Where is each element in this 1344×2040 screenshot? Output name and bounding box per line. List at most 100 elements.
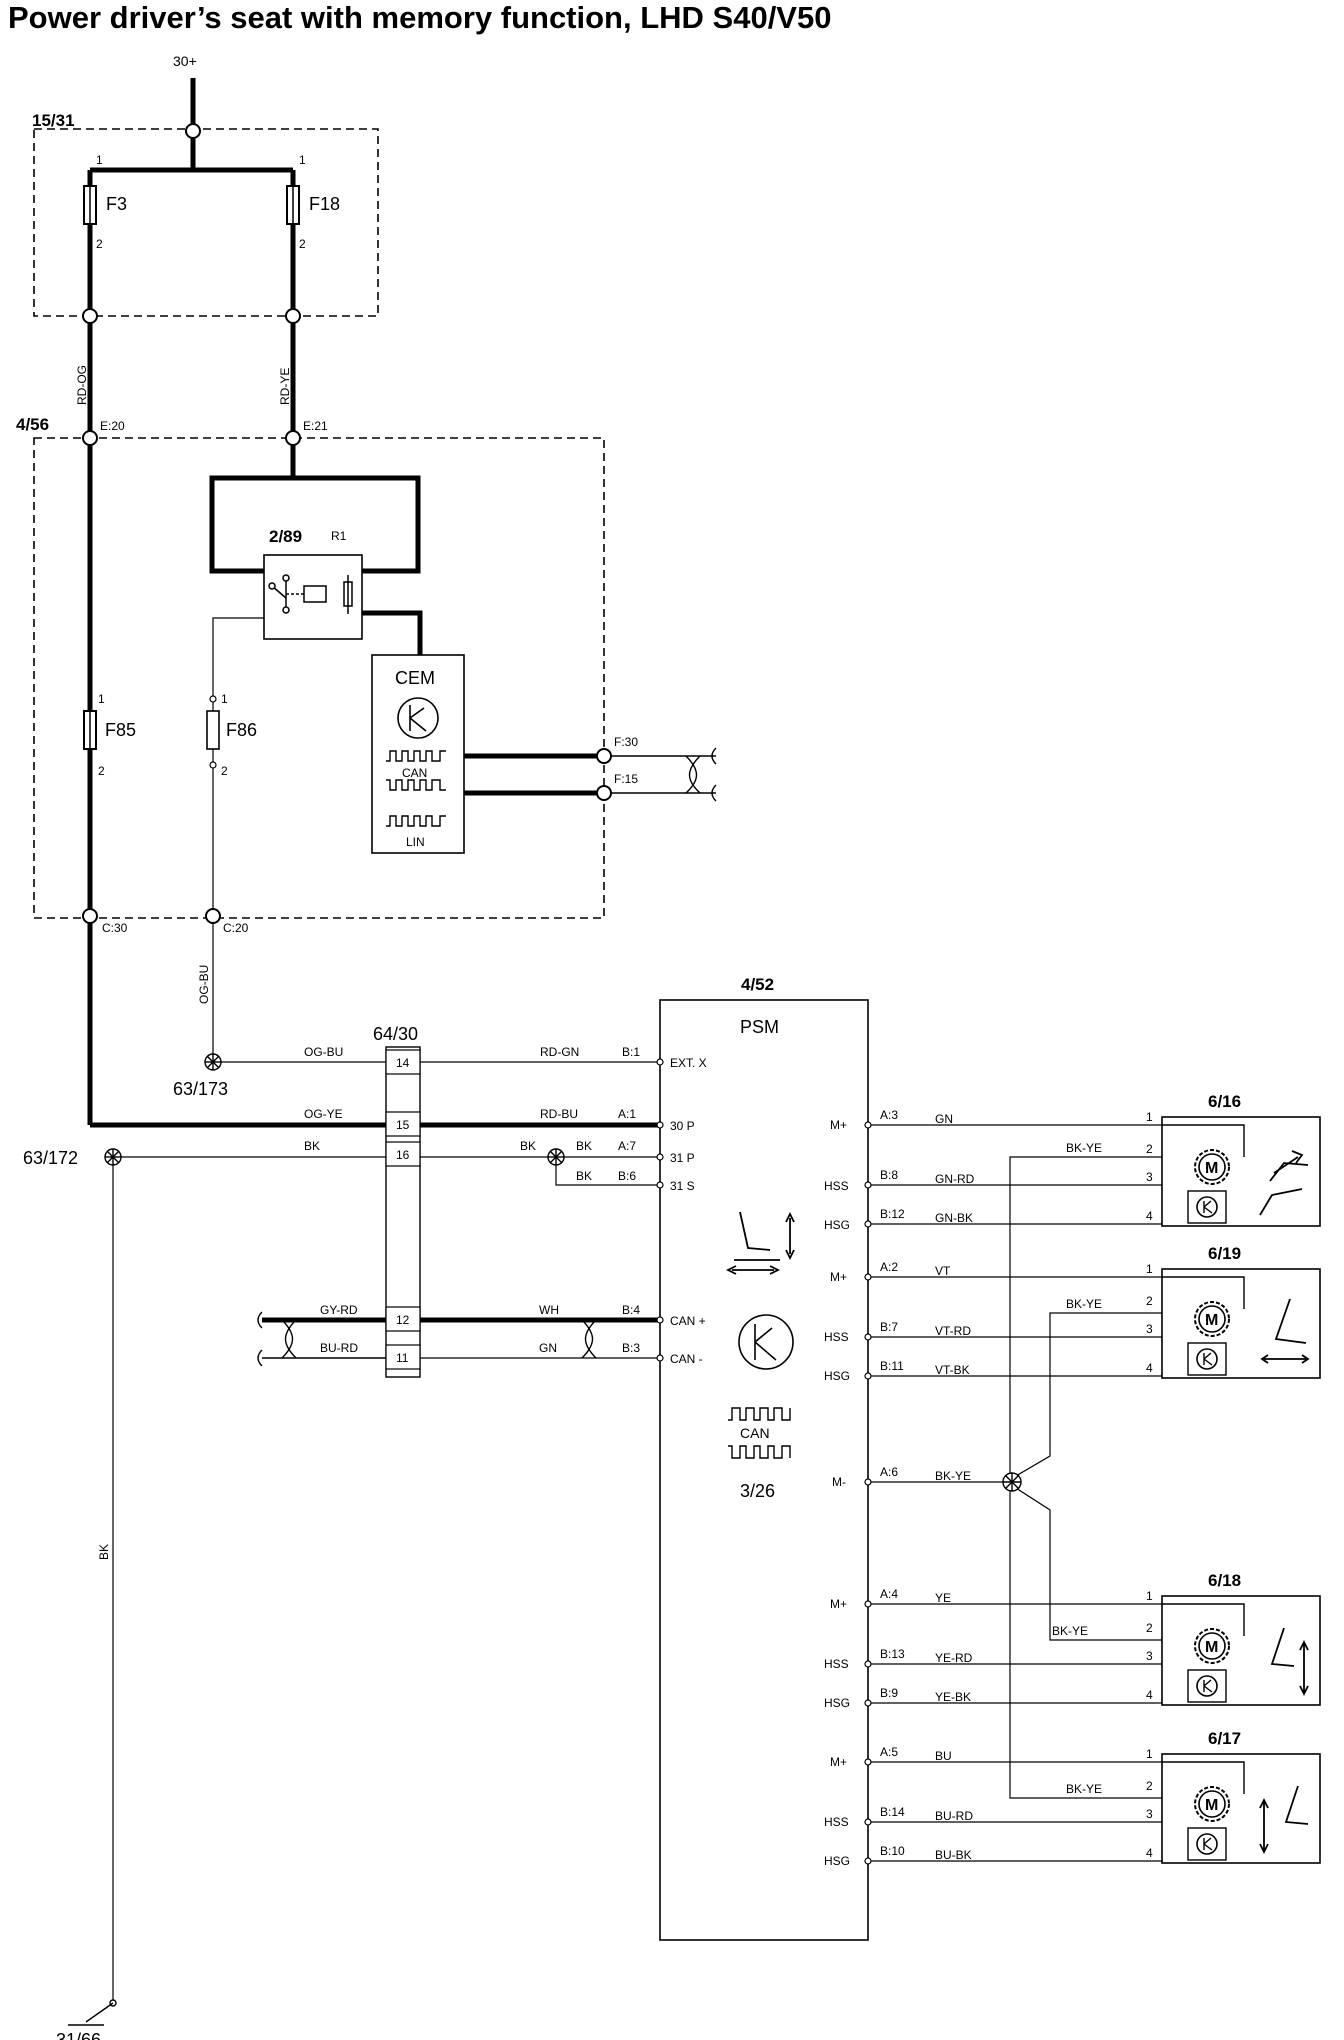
psm-input-wires [420,1061,660,1359]
fuse-f85-label: F85 [105,720,136,740]
wire-bk-31p-label-2: BK [576,1139,592,1153]
wire-rd-og-label: RD-OG [75,365,89,405]
position-sensor-icon [1196,1833,1218,1855]
wire-bu-rd-out-label: BU-RD [935,1809,973,1823]
relay-switch [268,574,353,614]
motor-unit-frame [1161,1268,1321,1379]
motor-core [1198,1632,1226,1660]
motor-unit-label: 6/19 [1208,1244,1241,1263]
pin-b3: B:3 [622,1341,640,1355]
term-m-plus-3: M+ [830,1597,847,1611]
conn-pin-16: 16 [396,1148,410,1162]
psm-output-wires [871,1124,1162,1862]
pin-a4: A:4 [880,1587,898,1601]
wire-bu-rd-label: BU-RD [320,1341,358,1355]
motor-feed-wire [1162,1603,1245,1636]
psm-left-terminals [656,1058,664,1362]
psm-transistor-icon [738,1314,794,1370]
wire-gy-rd-label: GY-RD [320,1303,358,1317]
f85-pin1: 1 [98,692,105,706]
position-sensor-icon [1196,1348,1218,1370]
position-sensor-glyph [1203,1679,1213,1693]
motor-unit-label: 6/16 [1208,1092,1241,1111]
ground-63-172-label: 63/172 [23,1148,78,1168]
pin-c30: C:30 [102,921,128,935]
terminal-f3-out [82,308,98,324]
f86-pin2: 2 [221,764,228,778]
cem-box-4-56 [33,437,605,919]
cem-label: CEM [395,668,435,688]
wire-gn-label: GN [935,1112,953,1126]
cem-can-waveform-icon [386,750,446,791]
connector-label: 64/30 [373,1024,418,1044]
wire-bk-label: BK [304,1139,320,1153]
wire-bk-ye-4: BK-YE [1066,1782,1102,1796]
terminal-c30 [82,908,98,924]
pin-a6: A:6 [880,1465,898,1479]
motor-pin-label: 3 [1146,1807,1153,1821]
f18-pin2: 2 [299,237,306,251]
term-hsg-3: HSG [824,1696,850,1710]
supply-wires [87,78,296,1125]
term-can-minus: CAN - [670,1352,703,1366]
pin-b7: B:7 [880,1320,898,1334]
wire-rd-gn-label: RD-GN [540,1045,579,1059]
pin-e20: E:20 [100,419,125,433]
pin-e21: E:21 [303,419,328,433]
ground-31-66-symbol [68,1999,117,2026]
terminal-c20 [205,908,221,924]
seat-movement-icon [1259,1150,1309,1216]
f85-pin2: 2 [98,764,105,778]
wire-bk-vertical-label: BK [97,1544,111,1560]
fuse-f86-label: F86 [226,720,257,740]
wire-bk-ye-3: BK-YE [1052,1624,1088,1638]
motor-pin-label: 2 [1146,1779,1153,1793]
fuse-f86 [206,695,220,916]
fuse-f3 [83,183,97,227]
terminal-f18-out [285,308,301,324]
motor-pin-label: 2 [1146,1142,1153,1156]
cem-transistor-icon [397,697,439,739]
wire-gn-can-label: GN [539,1341,557,1355]
f86-pin1: 1 [221,692,228,706]
ground-63-173-symbol [204,1053,222,1071]
term-hsg-1: HSG [824,1218,850,1232]
ground-63-173-label: 63/173 [173,1079,228,1099]
term-hsg-2: HSG [824,1369,850,1383]
terminal-e20 [82,430,98,446]
wire-bu-label: BU [935,1749,952,1763]
pin-b8: B:8 [880,1168,898,1182]
motor-pin-label: 3 [1146,1649,1153,1663]
motor-letter: M [1205,1639,1218,1656]
relay-label: 2/89 [269,527,302,546]
wire-wh-label: WH [539,1303,559,1317]
motor-core [1198,1790,1226,1818]
splice-30 [185,123,201,139]
pin-b12: B:12 [880,1207,905,1221]
term-m-plus-4: M+ [830,1755,847,1769]
psm-seat-icon [725,1211,795,1275]
ground-splice-31p [547,1148,565,1166]
splice-m-minus [1002,1472,1022,1492]
motor-unit-label: 6/17 [1208,1729,1241,1748]
motor-core [1198,1305,1226,1333]
position-sensor-glyph [1203,1352,1213,1366]
pin-b6: B:6 [618,1169,636,1183]
cem-lin-waveform-icon [386,815,446,827]
f3-pin2: 2 [96,237,103,251]
pin-b9: B:9 [880,1686,898,1700]
f18-pin1: 1 [299,153,306,167]
term-hss-2: HSS [824,1330,849,1344]
motor-unit-frame [1161,1753,1321,1864]
ground-63-172-symbol [104,1148,122,1166]
motor-pin-label: 2 [1146,1621,1153,1635]
conn-pin-12: 12 [396,1313,410,1327]
position-sensor-glyph [1203,1837,1213,1851]
pin-b14: B:14 [880,1805,905,1819]
wire-vt-bk-label: VT-BK [935,1363,970,1377]
position-sensor-icon [1196,1675,1218,1697]
fuse-f18 [286,183,300,227]
page-title: Power driver’s seat with memory function… [8,0,832,35]
